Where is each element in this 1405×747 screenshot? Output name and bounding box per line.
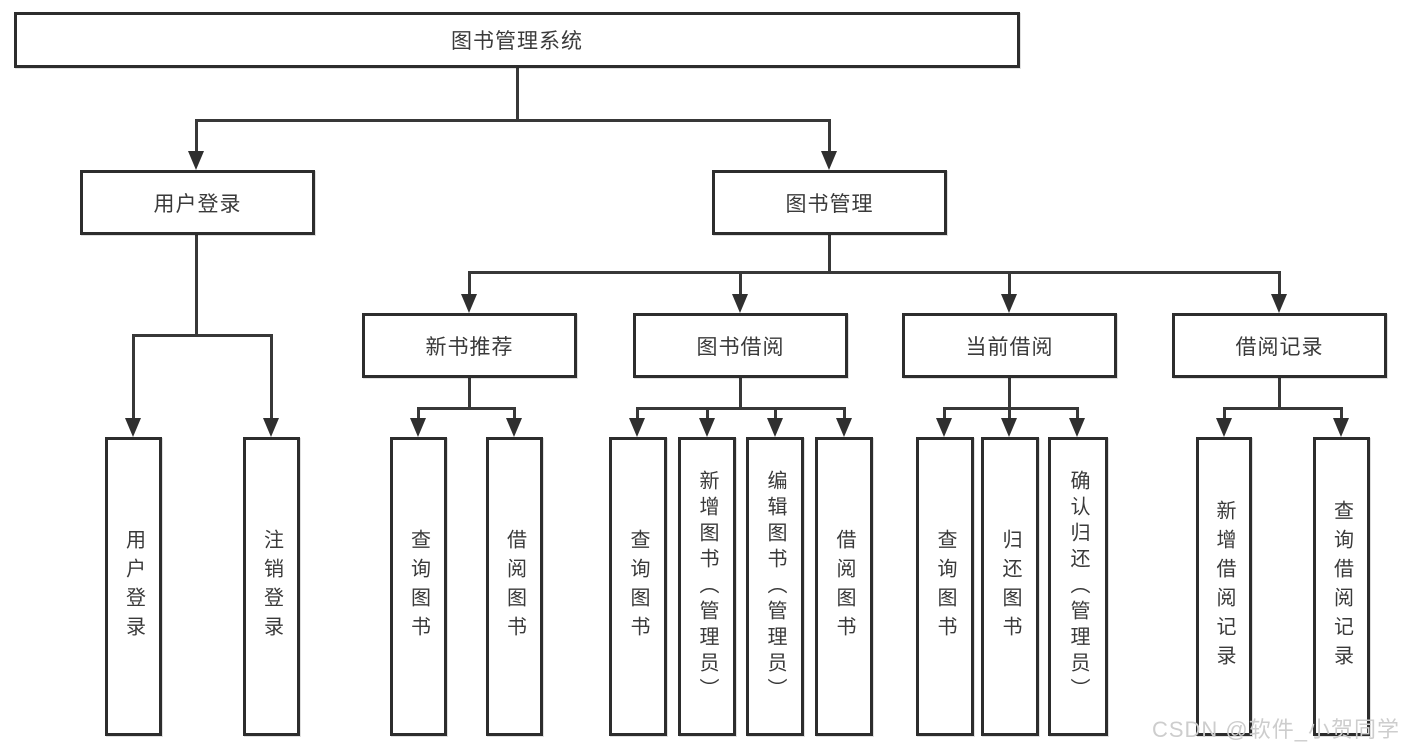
connector-management-drop-4	[1278, 271, 1281, 298]
node-label: 编辑图书（管理员）	[764, 469, 786, 704]
arrowhead-icon	[767, 418, 783, 437]
arrowhead-icon	[506, 418, 522, 437]
node-logout: 注销登录	[243, 437, 300, 736]
node-edit-books-admin: 编辑图书（管理员）	[746, 437, 804, 736]
connector-management-branch	[468, 271, 1281, 274]
connector-management-drop-2	[739, 271, 742, 298]
connector-borrow-branch	[636, 407, 845, 410]
arrowhead-icon	[1001, 418, 1017, 437]
arrowhead-icon	[410, 418, 426, 437]
arrowhead-icon	[1069, 418, 1085, 437]
node-add-books-admin: 新增图书（管理员）	[678, 437, 736, 736]
arrowhead-icon	[125, 418, 141, 437]
node-current-borrowing: 当前借阅	[902, 313, 1117, 378]
node-label: 查询图书	[627, 528, 649, 645]
node-query-books-recommend: 查询图书	[390, 437, 447, 736]
node-label: 图书管理系统	[451, 30, 583, 53]
node-label: 借阅图书	[503, 528, 526, 645]
connector-management-drop-1	[468, 271, 471, 298]
connector-borrow-drop-4	[843, 407, 846, 421]
node-label: 新书推荐	[425, 335, 514, 359]
node-label: 借阅图书	[833, 528, 855, 645]
connector-recommend-trunk	[468, 378, 471, 410]
arrowhead-icon	[1271, 294, 1287, 313]
node-query-books-current: 查询图书	[916, 437, 974, 736]
connector-records-branch	[1223, 407, 1342, 410]
arrowhead-icon	[836, 418, 852, 437]
node-book-borrowing: 图书借阅	[633, 313, 848, 378]
node-label: 借阅记录	[1235, 335, 1324, 359]
connector-borrow-drop-3	[774, 407, 777, 421]
node-book-management: 图书管理	[712, 170, 947, 235]
node-borrow-books-recommend: 借阅图书	[486, 437, 543, 736]
node-label: 确认归还（管理员）	[1067, 469, 1089, 704]
node-query-books-borrow: 查询图书	[609, 437, 667, 736]
csdn-watermark: CSDN @软件_小贺同学	[1151, 717, 1400, 742]
node-label: 图书管理	[785, 192, 874, 216]
connector-management-drop-3	[1008, 271, 1011, 298]
arrowhead-icon	[461, 294, 477, 313]
node-label: 注销登录	[260, 528, 283, 645]
node-borrow-books: 借阅图书	[815, 437, 873, 736]
connector-current-branch	[943, 407, 1079, 410]
connector-recommend-drop-1	[417, 407, 420, 421]
node-label: 用户登录	[153, 192, 242, 216]
arrowhead-icon	[1001, 294, 1017, 313]
connector-records-drop-2	[1340, 407, 1343, 421]
arrowhead-icon	[732, 294, 748, 313]
connector-current-trunk	[1008, 378, 1011, 410]
node-label: 查询借阅记录	[1330, 499, 1353, 674]
arrowhead-icon	[263, 418, 279, 437]
connector-login-trunk	[195, 233, 198, 337]
node-label: 用户登录	[122, 528, 145, 645]
node-label: 图书借阅	[696, 335, 785, 359]
connector-recommend-branch	[417, 407, 516, 410]
connector-borrow-drop-2	[706, 407, 709, 421]
node-add-borrow-record: 新增借阅记录	[1196, 437, 1252, 736]
connector-records-drop-1	[1223, 407, 1226, 421]
connector-management-trunk	[828, 233, 831, 274]
node-label: 新增图书（管理员）	[696, 469, 718, 704]
node-return-books: 归还图书	[981, 437, 1039, 736]
arrowhead-icon	[821, 151, 837, 170]
connector-current-drop-2	[1008, 407, 1011, 421]
node-label: 新增借阅记录	[1213, 499, 1235, 674]
node-root: 图书管理系统	[14, 12, 1020, 68]
connector-login-drop-1	[132, 334, 135, 421]
connector-recommend-drop-2	[513, 407, 516, 421]
node-label: 当前借阅	[965, 335, 1054, 359]
arrowhead-icon	[1216, 418, 1232, 437]
connector-root-drop-management	[828, 119, 831, 154]
connector-records-trunk	[1278, 378, 1281, 410]
connector-login-branch	[132, 334, 273, 337]
node-query-borrow-record: 查询借阅记录	[1313, 437, 1370, 736]
node-label: 查询图书	[407, 528, 430, 645]
connector-current-drop-3	[1076, 407, 1079, 421]
connector-login-drop-2	[270, 334, 273, 421]
connector-borrow-trunk	[739, 378, 742, 410]
node-confirm-return-admin: 确认归还（管理员）	[1048, 437, 1108, 736]
connector-root-trunk	[516, 68, 519, 122]
arrowhead-icon	[188, 151, 204, 170]
connector-borrow-drop-1	[636, 407, 639, 421]
arrowhead-icon	[1333, 418, 1349, 437]
connector-current-drop-1	[943, 407, 946, 421]
node-borrowing-records: 借阅记录	[1172, 313, 1387, 378]
connector-root-drop-login	[195, 119, 198, 154]
node-label: 查询图书	[934, 528, 956, 645]
arrowhead-icon	[936, 418, 952, 437]
arrowhead-icon	[699, 418, 715, 437]
node-label: 归还图书	[999, 528, 1021, 645]
node-new-book-recommend: 新书推荐	[362, 313, 577, 378]
arrowhead-icon	[629, 418, 645, 437]
node-user-login-leaf: 用户登录	[105, 437, 162, 736]
connector-root-branch	[195, 119, 831, 122]
node-user-login: 用户登录	[80, 170, 315, 235]
